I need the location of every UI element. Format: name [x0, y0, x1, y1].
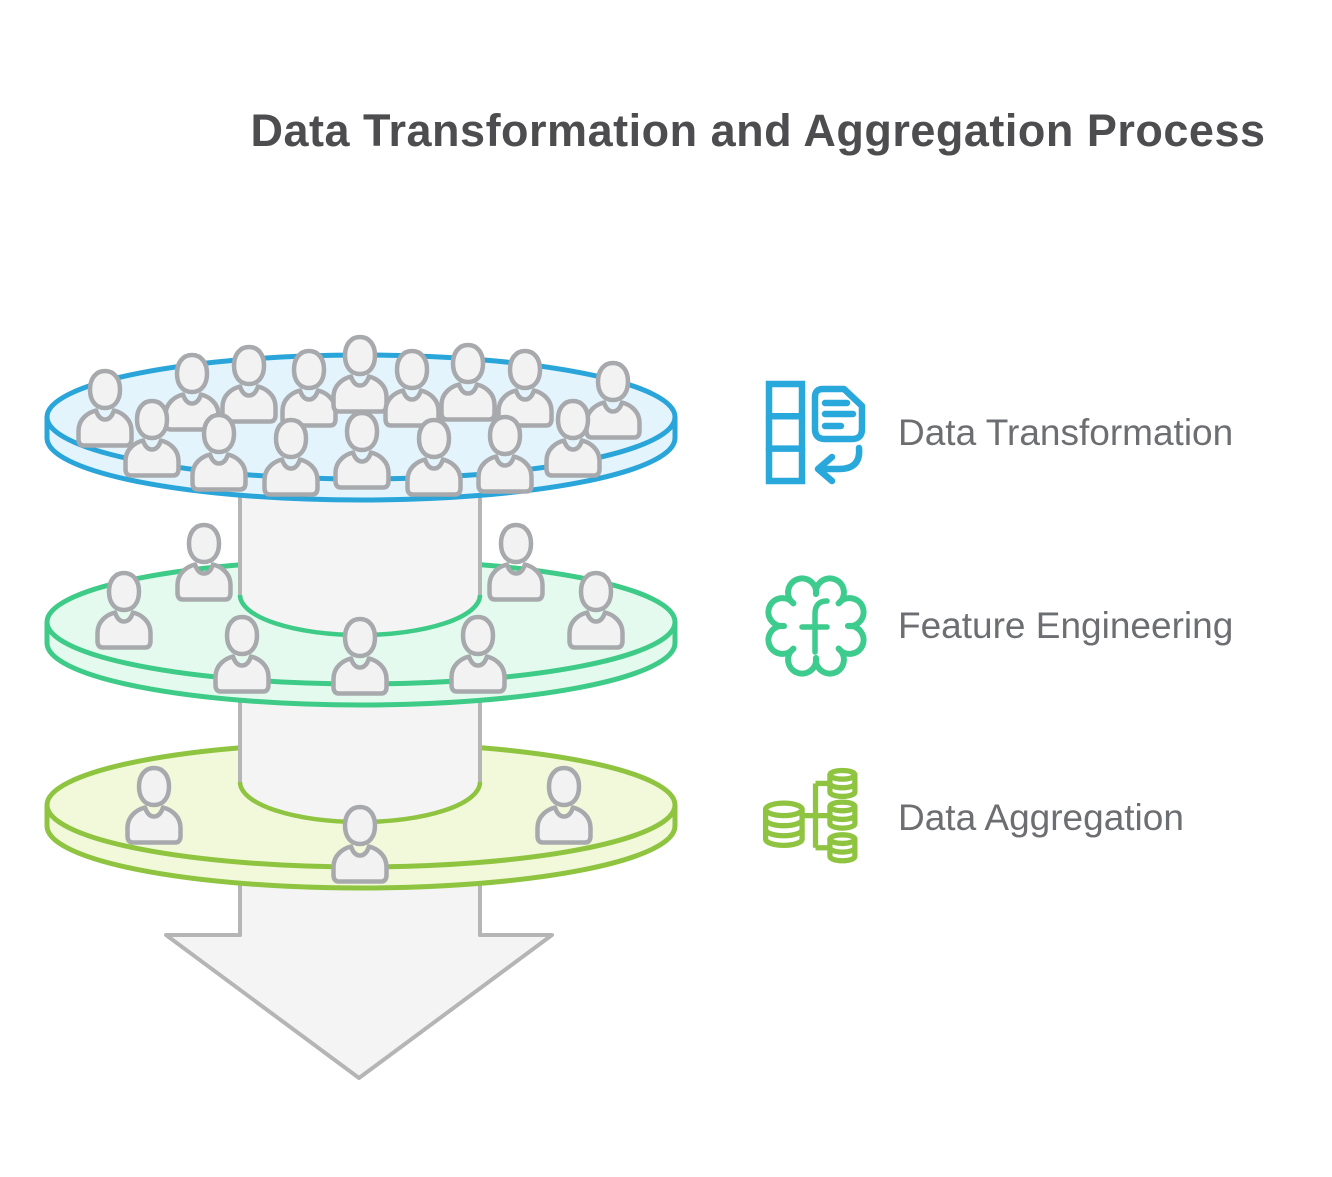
- legend-row-data-aggregation: Data Aggregation: [756, 760, 1184, 876]
- gear-f-icon: [765, 575, 867, 677]
- legend-row-data-transformation: Data Transformation: [756, 375, 1233, 491]
- legend-label-data-transformation: Data Transformation: [898, 412, 1234, 453]
- data-transformation-layer: [44, 337, 678, 503]
- database-aggregation-icon: [762, 767, 876, 874]
- table-column-to-document-icon: [765, 380, 866, 485]
- person-icon: [178, 525, 231, 600]
- data-aggregation-layer: [44, 680, 678, 891]
- page-title: Data Transformation and Aggregation Proc…: [250, 105, 1266, 156]
- legend-label-feature-engineering: Feature Engineering: [898, 605, 1234, 646]
- person-icon: [490, 525, 543, 600]
- feature-engineering-layer: [44, 485, 678, 708]
- down-arrow: [164, 866, 554, 1080]
- legend-label-data-aggregation: Data Aggregation: [898, 797, 1184, 838]
- legend-row-feature-engineering: Feature Engineering: [756, 568, 1233, 684]
